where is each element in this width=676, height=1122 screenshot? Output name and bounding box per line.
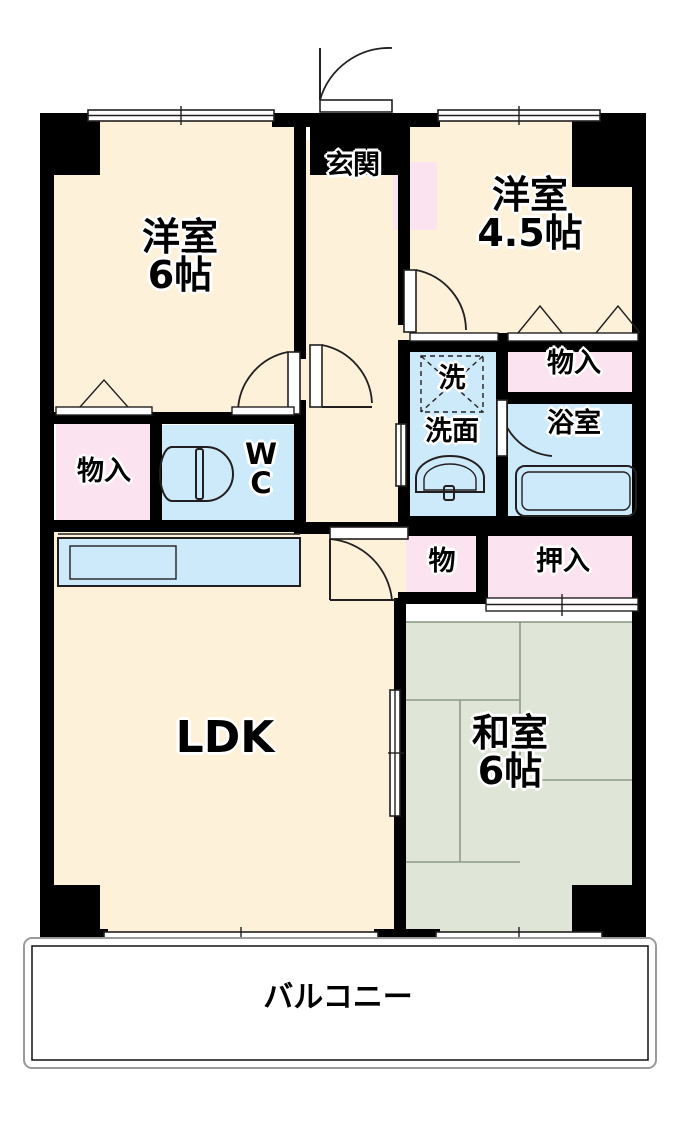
- floor-plan: .wall{fill:#000000;} .floor{fill:#fdf1da…: [23, 47, 657, 1069]
- floor-plan-drawing: .wall{fill:#000000;} .floor{fill:#fdf1da…: [23, 47, 657, 1069]
